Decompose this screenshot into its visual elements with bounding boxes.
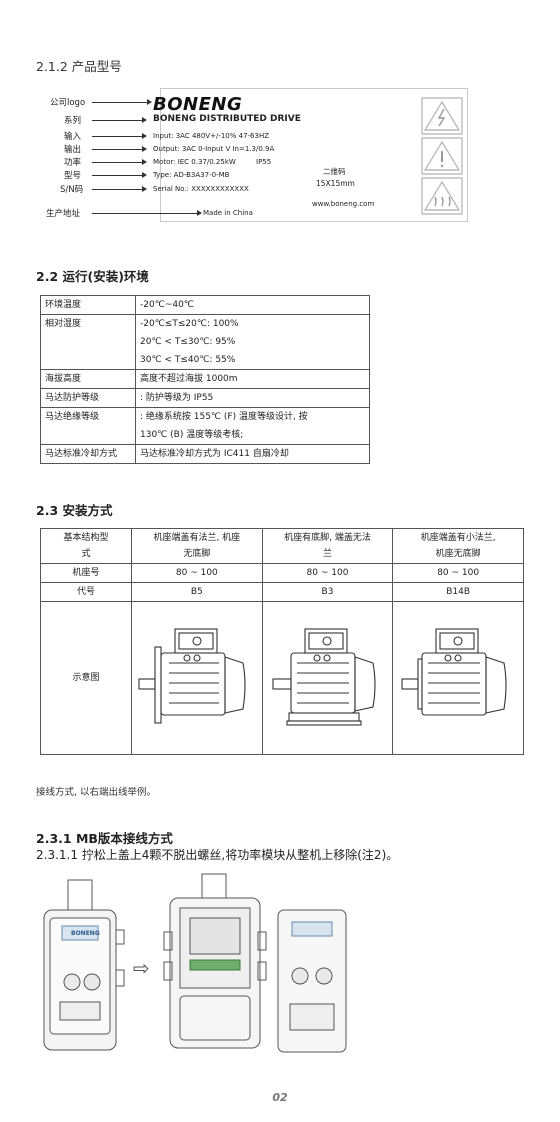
nameplate-website: www.boneng.com (312, 200, 375, 208)
label-series: 系列 (64, 116, 82, 126)
table-row: 机座号 80 ~ 100 80 ~ 100 80 ~ 100 (40, 563, 524, 583)
table-row: 马达绝缘等级 : 绝缘系统按 155℃ (F) 温度等级设计, 按 130℃ (… (40, 407, 370, 445)
env-value: 高度不超过海拔 1000m (135, 369, 370, 389)
nameplate-made: Made in China (203, 209, 253, 217)
env-key: 海拔高度 (40, 369, 136, 389)
table-row: 基本结构型式 机座端盖有法兰, 机座无底脚 机座有底脚, 端盖无法兰 机座端盖有… (40, 528, 524, 564)
table-row: 马达防护等级 : 防护等级为 IP55 (40, 388, 370, 408)
table-row: 海拔高度 高度不超过海拔 1000m (40, 369, 370, 389)
label-power: 功率 (64, 158, 82, 168)
frame-value: 80 ~ 100 (261, 563, 394, 583)
label-input: 输入 (64, 132, 82, 142)
label-sn: S/N码 (60, 185, 84, 195)
nameplate-serial: Serial No.: XXXXXXXXXXXX (153, 185, 249, 193)
env-key: 相对湿度 (40, 314, 136, 370)
nameplate-motor: Motor: IEC 0.37/0.25kW (153, 158, 236, 166)
header-b3: 机座有底脚, 端盖无法兰 (261, 528, 394, 564)
motor-b14b-diagram (392, 601, 524, 755)
qr-placeholder-title: 二维码 (323, 167, 346, 176)
section-title-212: 2.1.2 产品型号 (36, 59, 122, 74)
mounting-table: 基本结构型式 机座端盖有法兰, 机座无底脚 机座有底脚, 端盖无法兰 机座端盖有… (40, 528, 524, 755)
nameplate-brand: BONENG (153, 94, 243, 115)
label-address: 生产地址 (46, 209, 81, 219)
caution-icon (421, 137, 463, 175)
drive-removal-illustration: BONENG ⇨ (36, 872, 366, 1054)
hot-surface-icon (421, 177, 463, 215)
motor-b5-illustration (138, 628, 246, 724)
drive-logo-text: BONENG (71, 930, 100, 937)
power-module-image (277, 909, 347, 1053)
nameplate-ip: IP55 (256, 158, 272, 166)
header-b5: 机座端盖有法兰, 机座无底脚 (131, 528, 263, 564)
nameplate-diagram: 公司logo 系列 输入 输出 功率 型号 S/N码 生产地址 BONENG B… (0, 0, 560, 240)
section-title-23: 2.3 安装方式 (36, 503, 113, 518)
code-value: B14B (392, 582, 524, 602)
label-type: 型号 (64, 171, 82, 181)
opened-drive-image (163, 873, 267, 1049)
frame-value: 80 ~ 100 (392, 563, 524, 583)
header-b14b: 机座端盖有小法兰,机座无底脚 (392, 528, 524, 564)
table-row: 示意图 (40, 601, 524, 755)
table-row: 代号 B5 B3 B14B (40, 582, 524, 602)
env-value: : 防护等级为 IP55 (135, 388, 370, 408)
nameplate-output: Output: 3AC 0-Input V In=1.3/0.9A (153, 145, 275, 153)
env-value: : 绝缘系统按 155℃ (F) 温度等级设计, 按 130℃ (B) 温度等级… (135, 407, 370, 445)
qr-placeholder-size: 15X15mm (316, 179, 355, 188)
env-key: 马达防护等级 (40, 388, 136, 408)
frame-value: 80 ~ 100 (131, 563, 263, 583)
table-row: 马达标准冷却方式 马达标准冷却方式为 IC411 自扇冷却 (40, 444, 370, 464)
label-logo: 公司logo (50, 98, 86, 108)
label-output: 输出 (64, 145, 82, 155)
step-2311: 2.3.1.1 拧松上盖上4颗不脱出螺丝,将功率模块从整机上移除(注2)。 (36, 848, 399, 862)
table-row: 环境温度 -20℃~40℃ (40, 295, 370, 315)
env-key: 马达标准冷却方式 (40, 444, 136, 464)
table-row: 相对湿度 -20℃≤T≤20℃: 100% 20℃ < T≤30℃: 95% 3… (40, 314, 370, 370)
code-value: B3 (261, 582, 394, 602)
motor-b3-diagram (261, 601, 394, 755)
nameplate-type: Type: AD-B3A37-0-MB (153, 171, 230, 179)
env-key: 马达绝缘等级 (40, 407, 136, 445)
warning-symbols (421, 97, 463, 215)
env-value: 马达标准冷却方式为 IC411 自扇冷却 (135, 444, 370, 464)
motor-b3-illustration (272, 628, 377, 726)
frame-label: 机座号 (40, 563, 132, 583)
page-number: 02 (272, 1091, 288, 1104)
env-value: -20℃~40℃ (135, 295, 370, 315)
diagram-label: 示意图 (40, 601, 132, 755)
env-key: 环境温度 (40, 295, 136, 315)
electric-hazard-icon (421, 97, 463, 135)
motor-b14b-illustration (401, 628, 507, 716)
assembled-drive-image (43, 879, 125, 1051)
code-value: B5 (131, 582, 263, 602)
code-label: 代号 (40, 582, 132, 602)
environment-table: 环境温度 -20℃~40℃ 相对湿度 -20℃≤T≤20℃: 100% 20℃ … (40, 295, 370, 464)
nameplate-series: BONENG DISTRIBUTED DRIVE (153, 114, 301, 124)
wiring-note: 接线方式, 以右端出线举例。 (36, 787, 157, 798)
section-title-231: 2.3.1 MB版本接线方式 (36, 831, 173, 846)
section-title-22: 2.2 运行(安装)环境 (36, 269, 149, 284)
env-value: -20℃≤T≤20℃: 100% 20℃ < T≤30℃: 95% 30℃ < … (135, 314, 370, 370)
motor-b5-diagram (131, 601, 263, 755)
arrow-icon: ⇨ (133, 956, 150, 980)
nameplate-input: Input: 3AC 480V+/-10% 47-63HZ (153, 132, 270, 140)
header-structure: 基本结构型式 (40, 528, 132, 564)
nameplate-frame (160, 88, 468, 222)
